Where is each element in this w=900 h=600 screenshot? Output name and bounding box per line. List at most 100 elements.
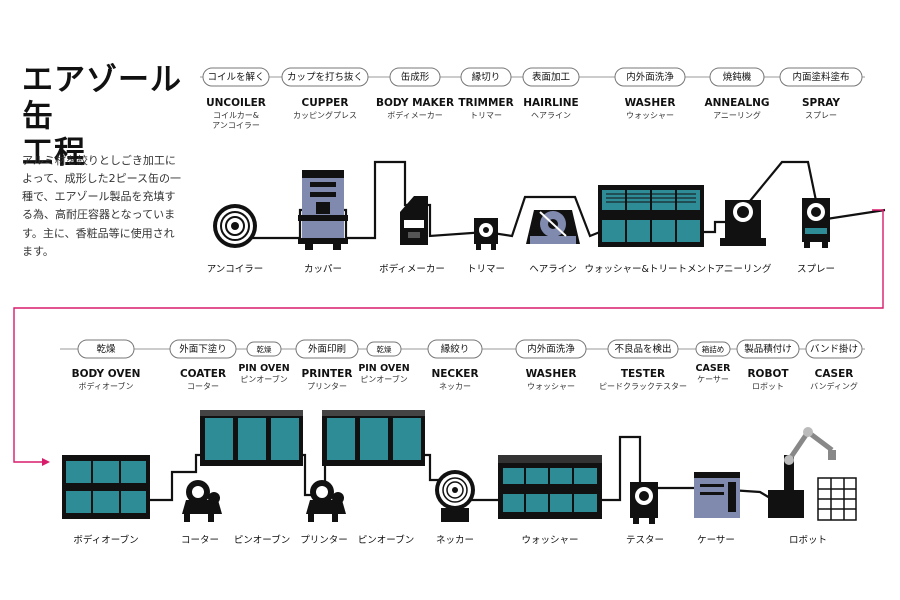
svg-text:カップを打ち抜く: カップを打ち抜く — [287, 71, 363, 83]
step-pill: カップを打ち抜く — [281, 67, 369, 87]
svg-text:コイルカー&: コイルカー& — [213, 111, 259, 120]
flow-connector-arrow — [13, 209, 884, 463]
machine-label: トリマー — [467, 264, 505, 275]
page-title: エアゾール缶 工程 — [22, 62, 192, 172]
step-pill: 箱詰め — [695, 341, 731, 357]
step-pill: 乾燥 — [77, 339, 135, 359]
machine-label: ボディメーカー — [379, 263, 445, 275]
svg-text:コイルを解く: コイルを解く — [207, 71, 264, 83]
step-name: HAIRLINE — [523, 97, 578, 109]
svg-text:縁切り: 縁切り — [472, 71, 501, 83]
row1-machine-labels: アンコイラー カッパー ボディメーカー トリマー ヘアライン ウォッシャー&トリ… — [207, 263, 835, 275]
step-name: SPRAY — [802, 97, 840, 109]
svg-text:製品積付け: 製品積付け — [744, 343, 792, 355]
step-pill: 外面下塗り — [169, 339, 237, 359]
step-name: TRIMMER — [458, 97, 513, 109]
pin-oven-machine — [200, 410, 303, 466]
step-pill: 焼鈍機 — [709, 67, 765, 87]
step-pill: 不良品を検出 — [607, 339, 679, 359]
step-name: TESTER — [621, 368, 665, 380]
svg-text:外面印刷: 外面印刷 — [308, 343, 346, 355]
step-name: NECKER — [431, 368, 478, 380]
step-name: ANNEALNG — [704, 97, 769, 109]
uncoiler-machine — [213, 204, 257, 248]
step-pill: 外面印刷 — [295, 339, 359, 359]
svg-text:外面下塗り: 外面下塗り — [179, 343, 227, 355]
step-pill: バンド掛け — [805, 339, 863, 359]
svg-text:プリンター: プリンター — [307, 382, 347, 391]
svg-text:ピードクラックテスター: ピードクラックテスター — [599, 382, 687, 391]
row1-step-names: UNCOILER コイルカー& アンコイラー CUPPER カッピングプレス B… — [206, 97, 840, 130]
step-name: BODY OVEN — [72, 368, 141, 380]
svg-text:ロボット: ロボット — [752, 382, 784, 391]
row1-machines — [213, 170, 830, 250]
svg-text:不良品を検出: 不良品を検出 — [614, 343, 671, 355]
step-name: BODY MAKER — [376, 97, 454, 109]
step-pill: 表面加工 — [522, 67, 580, 87]
intro-text: アルミ材を絞りとしごき加工によって、成形した2ピース缶の一種で、エアゾール製品を… — [22, 154, 182, 258]
machine-label: ウォッシャー&トリートメント — [585, 264, 716, 275]
svg-text:焼鈍機: 焼鈍機 — [723, 71, 752, 83]
spray-machine — [802, 198, 830, 248]
machine-label: ボディオーブン — [73, 534, 138, 546]
row2-machines — [62, 410, 857, 524]
row1-timeline: コイルを解く カップを打ち抜く 缶成形 縁切り 表面加工 内外面洗浄 焼鈍機 内… — [200, 67, 865, 87]
step-pill: 缶成形 — [389, 67, 441, 87]
svg-text:乾燥: 乾燥 — [96, 343, 116, 355]
step-name: PIN OVEN — [358, 363, 409, 374]
washer-machine — [598, 185, 704, 247]
machine-label: ネッカー — [436, 535, 474, 546]
svg-text:ボディオーブン: ボディオーブン — [79, 381, 134, 391]
machine-label: スプレー — [797, 264, 835, 275]
svg-text:ボディメーカー: ボディメーカー — [387, 110, 442, 120]
svg-text:ピンオーブン: ピンオーブン — [240, 374, 288, 384]
step-name: UNCOILER — [206, 97, 266, 109]
step-pill: コイルを解く — [202, 67, 270, 87]
svg-text:アンコイラー: アンコイラー — [212, 121, 260, 130]
svg-text:バンド掛け: バンド掛け — [810, 343, 858, 355]
step-name: CASER — [815, 368, 854, 380]
svg-text:内外面洗浄: 内外面洗浄 — [527, 343, 575, 355]
svg-text:乾燥: 乾燥 — [257, 344, 272, 354]
caser-machine — [694, 472, 740, 518]
page-title-line2: 工程 — [22, 135, 86, 172]
machine-label: ロボット — [789, 535, 827, 546]
necker-machine — [435, 470, 475, 522]
row2-timeline: 乾燥 外面下塗り 乾燥 外面印刷 乾燥 縁絞り 内外面洗浄 不良品を検出 箱詰め… — [60, 339, 865, 359]
svg-text:アニーリング: アニーリング — [713, 110, 761, 120]
svg-text:縁絞り: 縁絞り — [441, 343, 470, 355]
svg-text:ネッカー: ネッカー — [439, 382, 471, 391]
svg-text:スプレー: スプレー — [805, 111, 837, 120]
svg-text:箱詰め: 箱詰め — [702, 344, 725, 354]
svg-text:ピンオーブン: ピンオーブン — [360, 374, 408, 384]
step-name: ROBOT — [747, 368, 789, 380]
machine-label: ピンオーブン — [234, 534, 290, 546]
machine-label: テスター — [626, 535, 664, 546]
page-title-line1: エアゾール缶 — [22, 62, 182, 135]
svg-text:コーター: コーター — [187, 382, 219, 391]
step-pill: 製品積付け — [736, 339, 800, 359]
step-pill: 縁切り — [460, 67, 512, 87]
step-name: WASHER — [526, 368, 577, 380]
step-pill: 内面塗料塗布 — [779, 67, 863, 87]
step-name: PIN OVEN — [238, 363, 289, 374]
machine-label: カッパー — [304, 264, 342, 275]
step-name: PRINTER — [302, 368, 353, 380]
machine-label: アニーリング — [715, 263, 772, 275]
row2-step-names: BODY OVEN ボディオーブン COATER コーター PIN OVEN ピ… — [72, 363, 858, 391]
svg-text:乾燥: 乾燥 — [377, 344, 392, 354]
tester-machine — [630, 482, 658, 524]
printer-machine — [306, 480, 346, 522]
svg-text:ウォッシャー: ウォッシャー — [527, 382, 575, 391]
step-pill: 縁絞り — [427, 339, 483, 359]
step-pill: 内外面洗浄 — [614, 67, 686, 87]
svg-text:トリマー: トリマー — [470, 111, 502, 120]
washer-machine — [498, 455, 602, 519]
machine-label: ピンオーブン — [358, 534, 414, 546]
flow-arrowhead — [42, 458, 50, 466]
svg-text:内面塗料塗布: 内面塗料塗布 — [792, 71, 849, 83]
svg-text:表面加工: 表面加工 — [532, 71, 571, 83]
row2-machine-labels: ボディオーブン コーター ピンオーブン プリンター ピンオーブン ネッカー ウォ… — [73, 534, 827, 546]
pin-oven-machine — [322, 410, 425, 466]
svg-text:缶成形: 缶成形 — [401, 71, 430, 83]
